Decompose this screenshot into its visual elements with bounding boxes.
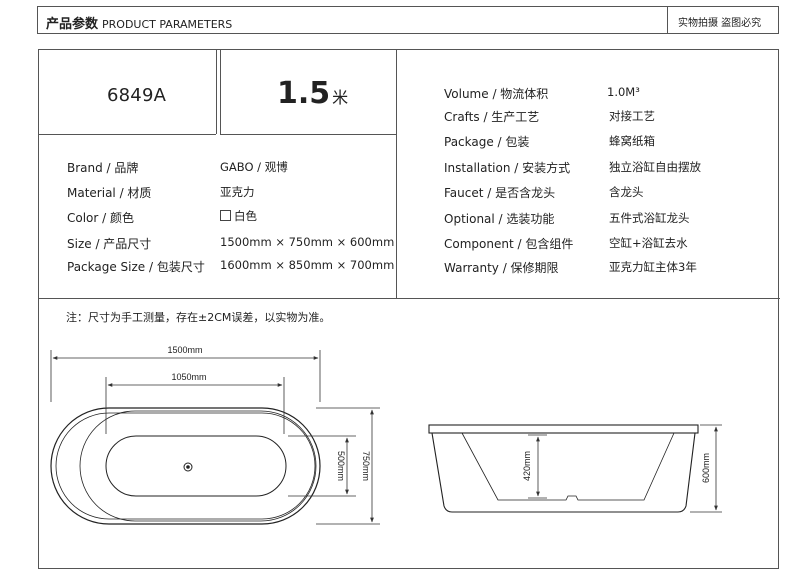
cell-divider [220,134,396,135]
cell-divider [216,50,217,134]
spec-label: Package / 包装 [444,135,530,149]
spec-label: Installation / 安装方式 [444,161,571,175]
spec-label: Brand / 品牌 [67,161,139,175]
spec-label: Package Size / 包装尺寸 [67,260,205,274]
cell-divider [220,50,221,134]
spec-value: 亚克力缸主体3年 [609,260,697,274]
spec-label: Volume / 物流体积 [444,87,549,101]
section-divider [39,298,780,299]
spec-label: Crafts / 生产工艺 [444,110,540,124]
spec-value: 独立浴缸自由摆放 [609,160,701,174]
spec-label: Size / 产品尺寸 [67,237,152,251]
dim-label-outer-width: 750mm [361,451,371,481]
spec-value: 1.0M³ [607,85,640,99]
dim-label-inner-length: 1050mm [171,372,206,382]
spec-label: Faucet / 是否含龙头 [444,186,556,200]
drain-icon [183,462,193,472]
tub-side-curve [79,410,317,522]
side-view-drawing [428,424,699,513]
spec-value: 空缸+浴缸去水 [609,236,688,250]
spec-label: Color / 颜色 [67,211,135,225]
length-value: 1.5 [277,76,331,111]
header-divider [667,7,668,33]
spec-value: 含龙头 [609,185,644,199]
cell-divider [39,134,216,135]
column-divider [396,50,397,298]
tub-outer-rim [50,407,321,525]
spec-value: GABO / 观博 [220,160,288,174]
dim-label-inner-depth: 420mm [522,451,532,481]
header-right-text: 实物拍摄 盗图必究 [678,18,762,29]
color-swatch-checkbox [220,210,231,221]
drain-center [186,465,190,469]
dim-label-outer-height: 600mm [701,453,711,483]
spec-value: 1600mm × 850mm × 700mm [220,258,395,272]
color-value: 白色 [220,208,257,224]
measurement-note: 注：尺寸为手工测量，存在±2CM误差，以实物为准。 [66,311,331,324]
tub-rim-inner-edge [55,412,316,520]
top-view-drawing [50,407,321,525]
spec-value: 1500mm × 750mm × 600mm [220,235,395,249]
spec-label: Optional / 选装功能 [444,212,555,226]
dim-label-inner-width: 500mm [336,451,346,481]
spec-label: Warranty / 保修期限 [444,261,559,275]
length-unit: 米 [332,88,349,107]
model-number: 6849A [107,85,167,106]
tub-inner-profile [461,432,675,501]
spec-value: 五件式浴缸龙头 [609,211,690,225]
spec-label: Component / 包含组件 [444,237,574,251]
title-en: PRODUCT PARAMETERS [102,18,233,31]
spec-label: Material / 材质 [67,186,152,200]
tub-outer-side [431,432,696,513]
title-cn: 产品参数 [46,17,99,32]
dim-label-outer-length: 1500mm [167,345,202,355]
spec-value: 蜂窝纸箱 [609,134,655,148]
spec-value: 亚克力 [220,185,255,199]
tub-top-lip [428,424,699,434]
tub-inner-basin [105,435,287,497]
spec-value: 白色 [234,209,257,223]
spec-value: 对接工艺 [609,109,655,123]
